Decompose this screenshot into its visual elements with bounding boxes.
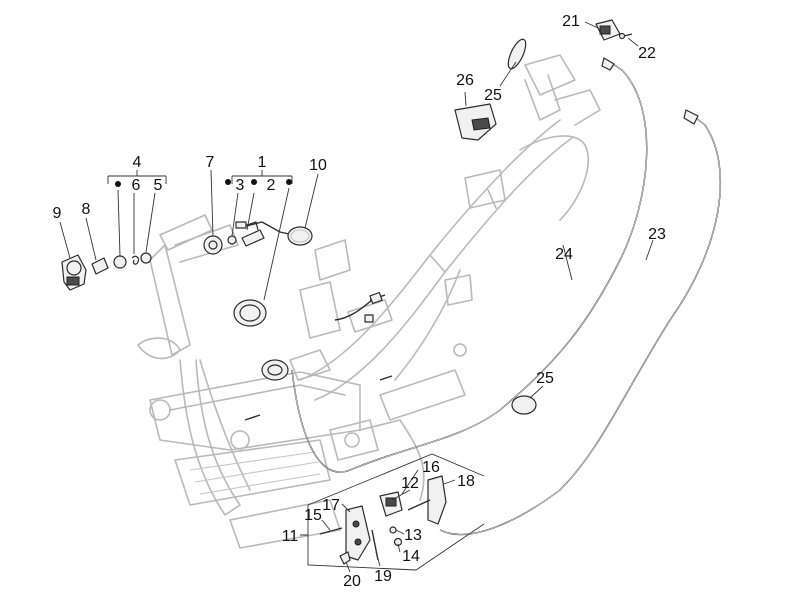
callout-24: 24: [555, 246, 573, 263]
callout-20: 20: [343, 573, 361, 590]
callout-15: 15: [304, 507, 322, 524]
part-17-lever: [345, 505, 371, 561]
part-26-latch: [454, 103, 497, 141]
part-12-switch: [379, 491, 403, 517]
group-bracket-1: [231, 170, 293, 184]
leader-lines: [59, 21, 654, 573]
callout-19: 19: [374, 568, 392, 585]
part-filler-neck: [261, 359, 289, 381]
part-15-pin: [319, 527, 343, 535]
part-10-antenna-ring: [287, 226, 313, 246]
callout-25-upper: 25: [484, 87, 502, 104]
part-25-cable-tie-upper: [507, 38, 527, 70]
part-22-screw: [618, 32, 633, 40]
callout-23: 23: [648, 226, 666, 243]
callout-18: 18: [457, 473, 475, 490]
callout-7: 7: [206, 154, 215, 171]
callout-9: 9: [53, 205, 62, 222]
callout-5: 5: [154, 177, 163, 194]
group-bracket-11: [300, 453, 485, 571]
callout-21: 21: [562, 13, 580, 30]
part-5-cap: [140, 252, 152, 264]
callout-10: 10: [309, 157, 327, 174]
callout-22: 22: [638, 45, 656, 62]
callout-labels: 1 2 3 4 5 6 7 8 9 10 11 12 13 14 15 16 1…: [53, 13, 666, 590]
scooter-frame: [137, 54, 601, 549]
group-member-dots: [115, 179, 292, 187]
part-21-saddle-lock: [595, 19, 621, 41]
callout-16: 16: [422, 459, 440, 476]
part-8-gasket: [91, 257, 109, 275]
callout-17: 17: [322, 497, 340, 514]
callout-6: 6: [132, 177, 141, 194]
callout-25-lower: 25: [536, 370, 554, 387]
callout-12: 12: [401, 475, 419, 492]
callout-1: 1: [258, 154, 267, 171]
callout-11: 11: [282, 528, 299, 545]
callout-8: 8: [82, 201, 91, 218]
part-7-lock-ring: [203, 235, 223, 255]
group-bracket-4: [107, 170, 167, 184]
part-6-barrel: [113, 255, 140, 269]
callout-4: 4: [133, 154, 142, 171]
part-16-bracket: [427, 475, 447, 525]
callout-26: 26: [456, 72, 474, 89]
part-9-lock-housing: [61, 254, 87, 291]
cable-24-saddle-release: [291, 57, 648, 473]
callout-3: 3: [236, 177, 245, 194]
frame-wiring: [244, 291, 393, 421]
callout-13: 13: [404, 527, 422, 544]
part-fuel-cap: [233, 299, 267, 327]
part-3-washer: [227, 235, 237, 245]
part-20-spring: [339, 551, 351, 565]
part-13-washer: [389, 526, 397, 534]
callout-14: 14: [402, 548, 420, 565]
part-25-cable-tie-lower: [511, 395, 537, 415]
cable-23-saddle-release: [439, 109, 722, 536]
callout-2: 2: [267, 177, 276, 194]
part-18-rod: [407, 499, 431, 511]
